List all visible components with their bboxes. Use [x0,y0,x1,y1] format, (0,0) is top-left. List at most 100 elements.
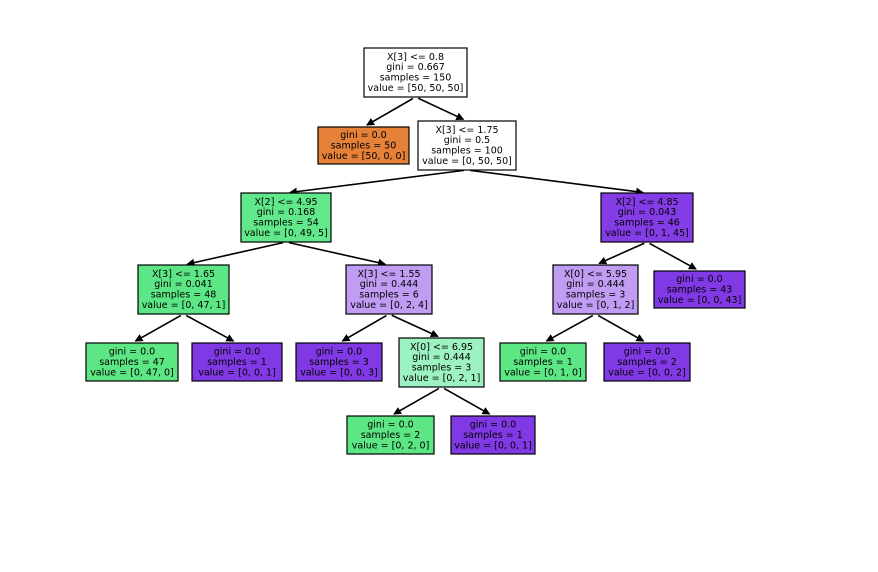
node-text-line: gini = 0.0 [316,347,362,358]
node-text-line: value = [0, 0, 3] [300,367,378,378]
edge-n3-n6 [288,241,387,267]
node-text-line: value = [0, 50, 50] [422,156,512,167]
node-text-line: samples = 50 [331,140,397,151]
node-text-line: X[3] <= 1.65 [152,269,215,280]
node-text-line: samples = 2 [361,430,421,441]
node-text-line: samples = 2 [617,357,677,368]
node-text-line: X[2] <= 4.85 [615,197,678,208]
edge-n0-n1 [366,97,414,126]
node-box [191,342,283,382]
edge-n4-n8 [649,242,697,270]
node-text-line: value = [0, 1, 2] [557,300,635,311]
node-box [450,415,536,455]
node-text-line: gini = 0.0 [624,347,670,358]
node-text-line: samples = 150 [380,73,452,84]
node-box [345,264,433,315]
edge-n5-n10 [185,314,235,342]
node-text-line: value = [50, 50, 50] [368,83,464,94]
node-text-line: gini = 0.0 [340,130,386,141]
node-box [240,192,332,243]
edge-n3-n5 [186,241,284,267]
node-box [346,415,435,455]
node-text-line: value = [0, 2, 0] [352,440,430,451]
edge-n4-n7 [598,242,645,265]
node-text-line: value = [50, 0, 0] [322,151,406,162]
edge-n0-n2 [417,97,465,121]
edge-n7-n14 [597,314,645,342]
node-text-line: gini = 0.444 [566,279,625,290]
node-text-line: X[0] <= 5.95 [564,269,627,280]
edge-n5-n9 [134,314,182,342]
node-text-line: value = [0, 49, 5] [244,228,328,239]
node-text-line: gini = 0.043 [618,207,677,218]
node-box [363,47,468,98]
node-text-line: samples = 43 [667,284,733,295]
node-text-line: samples = 54 [253,218,319,229]
edge-n12-n16 [443,387,491,415]
node-text-line: samples = 47 [99,357,165,368]
node-text-line: gini = 0.0 [367,420,413,431]
node-text-line: gini = 0.5 [444,135,490,146]
node-box [317,126,410,165]
node-text-line: gini = 0.0 [109,347,155,358]
node-text-line: value = [0, 0, 1] [454,440,532,451]
node-box [653,270,746,309]
node-text-line: value = [0, 0, 43] [658,295,742,306]
node-text-line: samples = 1 [207,357,267,368]
node-text-line: X[3] <= 1.55 [357,269,420,280]
node-box [85,342,179,382]
node-text-line: samples = 48 [151,290,217,301]
node-box [417,120,517,171]
edge-n2-n3 [288,169,465,196]
node-text-line: samples = 3 [309,357,369,368]
node-text-line: value = [0, 47, 1] [142,300,226,311]
node-text-line: value = [0, 0, 2] [608,367,686,378]
node-box [295,342,383,382]
node-box [600,192,694,243]
node-text-line: gini = 0.0 [676,274,722,285]
node-box [398,337,485,388]
node-text-line: value = [0, 1, 0] [504,367,582,378]
node-text-line: gini = 0.444 [360,279,419,290]
node-text-line: value = [0, 2, 4] [350,300,428,311]
edge-n2-n4 [469,169,645,196]
node-text-line: gini = 0.667 [386,62,445,73]
node-text-line: gini = 0.444 [412,352,471,363]
node-text-line: samples = 6 [359,290,419,301]
node-text-line: samples = 1 [463,430,523,441]
node-text-line: X[3] <= 1.75 [435,125,498,136]
edge-n6-n12 [391,314,439,338]
node-text-line: value = [0, 0, 1] [198,367,276,378]
node-text-line: gini = 0.0 [470,420,516,431]
node-box [499,342,587,382]
node-text-line: X[0] <= 6.95 [410,342,473,353]
node-text-line: gini = 0.041 [154,279,213,290]
node-text-line: X[2] <= 4.95 [254,197,317,208]
edges-layer [134,97,697,415]
node-box [603,342,691,382]
node-text-line: samples = 100 [431,146,503,157]
node-text-line: value = [0, 47, 0] [90,367,174,378]
node-text-line: samples = 46 [614,218,680,229]
node-text-line: gini = 0.168 [257,207,316,218]
node-text-line: samples = 3 [566,290,626,301]
node-text-line: gini = 0.0 [520,347,566,358]
node-text-line: value = [0, 2, 1] [403,373,481,384]
